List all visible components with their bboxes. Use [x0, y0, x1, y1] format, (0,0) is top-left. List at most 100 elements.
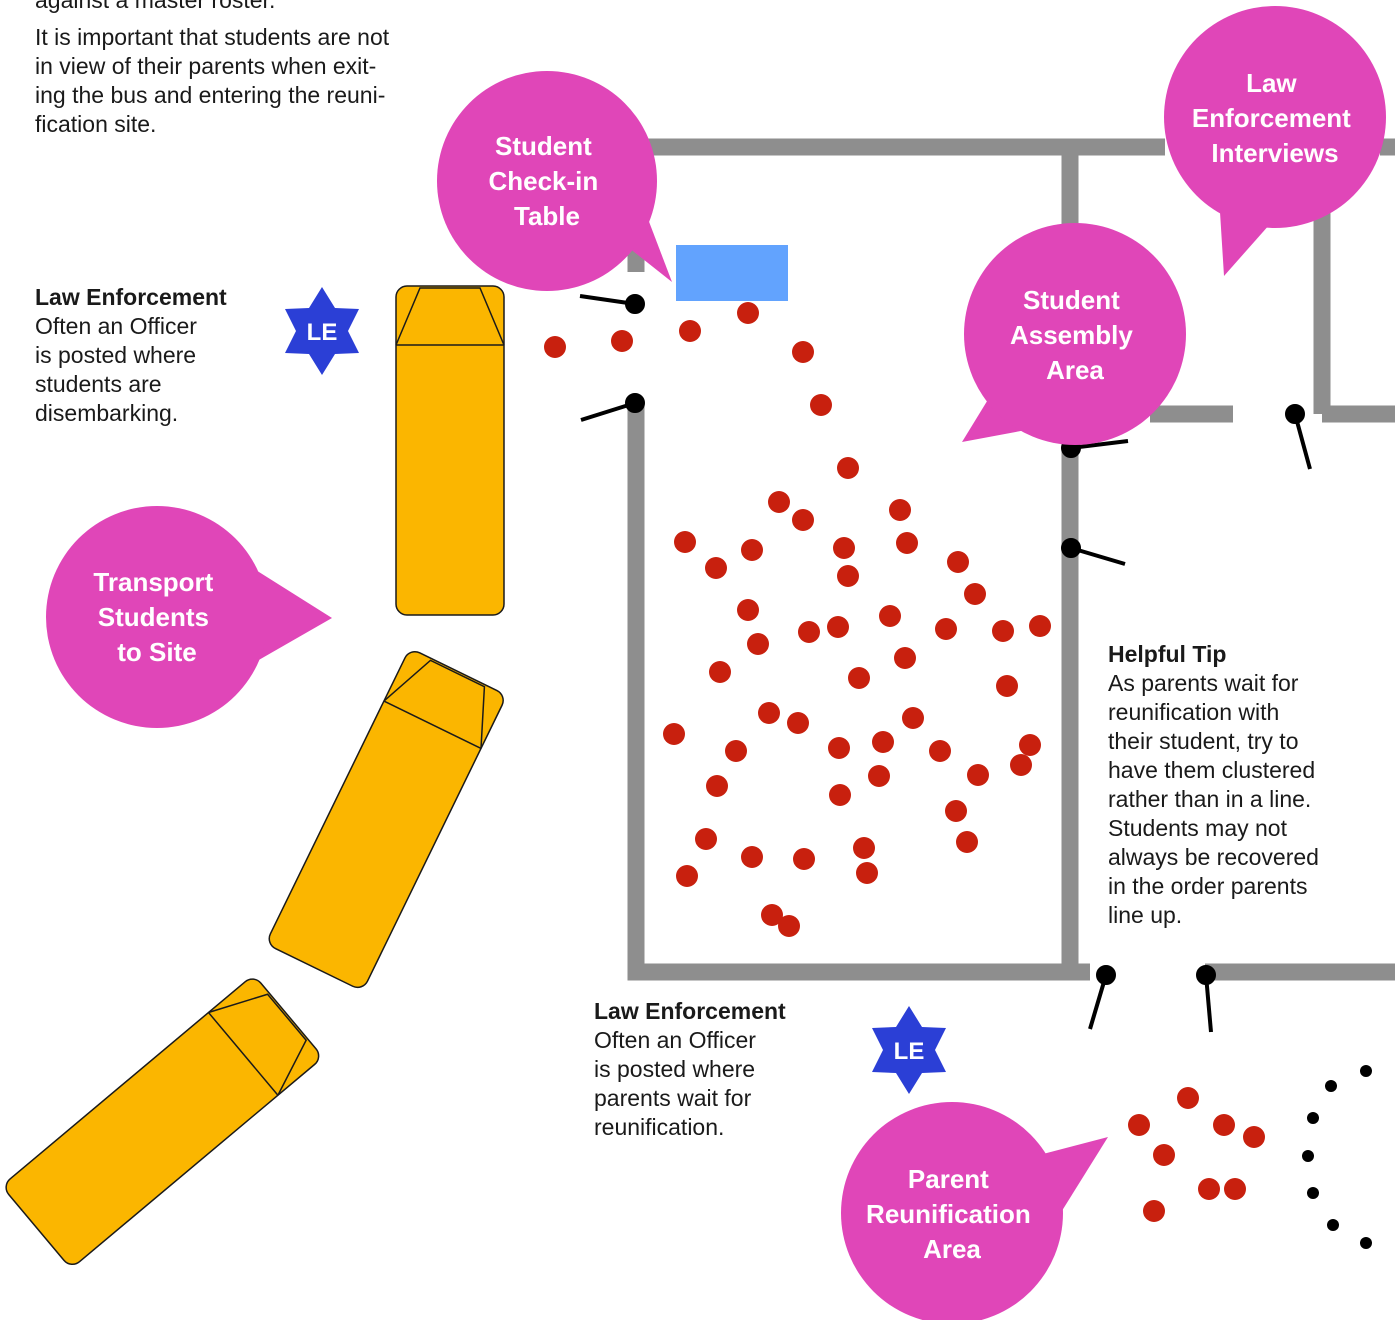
bubble-line: to Site	[117, 637, 196, 667]
student-dot	[798, 621, 820, 643]
student-dot	[778, 915, 800, 937]
student-dot	[956, 831, 978, 853]
helpful-tip: Helpful Tip As parents wait for reunific…	[1108, 640, 1388, 930]
student-dot	[1153, 1144, 1175, 1166]
tip-line: have them clustered	[1108, 757, 1316, 783]
student-dot	[793, 848, 815, 870]
student-dot	[741, 846, 763, 868]
parent-dot	[1307, 1112, 1319, 1124]
tip-line: always be recovered	[1108, 844, 1319, 870]
parent-dot	[1307, 1187, 1319, 1199]
note-line: is posted where	[35, 342, 197, 368]
tip-line: As parents wait for	[1108, 670, 1299, 696]
student-dot	[945, 800, 967, 822]
parent-dot	[1360, 1237, 1372, 1249]
tip-line: rather than in a line.	[1108, 786, 1312, 812]
bubble-line: Student	[1023, 285, 1120, 315]
tip-line: reunification with	[1108, 699, 1280, 725]
note-le-parents: Law Enforcement Often an Officer is post…	[594, 997, 834, 1142]
student-dot	[967, 764, 989, 786]
bubble-line: Assembly	[1010, 320, 1133, 350]
door-icon	[1088, 965, 1116, 1030]
svg-text:Student Check-in T: Student Check-in Table	[488, 131, 605, 231]
student-dot	[679, 320, 701, 342]
student-dot	[833, 537, 855, 559]
note-le-bus: Law Enforcement Often an Officer is post…	[35, 283, 275, 428]
intro-paragraph: It is important that students are not in…	[35, 23, 425, 139]
tip-heading: Helpful Tip	[1108, 641, 1227, 667]
svg-text:Parent Reunification: Parent Reunification Area	[866, 1164, 1038, 1264]
note-line: disembarking.	[35, 400, 179, 426]
note-line: Often an Officer	[35, 313, 197, 339]
student-dot	[1029, 615, 1051, 637]
bubble-line: Area	[923, 1234, 981, 1264]
bubble-parent-reunification: Parent Reunification Area	[841, 1102, 1108, 1320]
bubble-interviews: Law Enforcement Interviews	[1164, 6, 1386, 276]
student-dot	[837, 457, 859, 479]
student-dot	[896, 532, 918, 554]
student-dot	[674, 531, 696, 553]
door-icon	[1196, 965, 1216, 1033]
tip-line: in the order parents	[1108, 873, 1308, 899]
note-line: Often an Officer	[594, 1027, 756, 1053]
intro-line: in view of their parents when exit-	[35, 53, 377, 79]
svg-text:Law Enforcement In: Law Enforcement Interviews	[1192, 68, 1358, 168]
bubble-assembly: Student Assembly Area	[962, 223, 1186, 445]
student-dot	[768, 491, 790, 513]
student-dot	[676, 865, 698, 887]
student-dot	[1010, 754, 1032, 776]
door-icon	[1061, 538, 1126, 566]
note-line: is posted where	[594, 1056, 756, 1082]
tip-line: Students may not	[1108, 815, 1287, 841]
student-dot	[879, 605, 901, 627]
parent-dot	[1327, 1219, 1339, 1231]
student-dot	[1224, 1178, 1246, 1200]
le-badge-label: LE	[307, 319, 338, 346]
student-dot	[758, 702, 780, 724]
law-enforcement-star-icon: LE	[872, 1006, 946, 1094]
student-dot	[709, 661, 731, 683]
student-dot	[828, 737, 850, 759]
svg-text:Transport Students: Transport Students to Site	[93, 567, 220, 667]
bubble-line: Area	[1046, 355, 1104, 385]
student-dot	[1143, 1200, 1165, 1222]
student-dot	[964, 583, 986, 605]
note-line: parents wait for	[594, 1085, 752, 1111]
student-dot	[705, 557, 727, 579]
student-dot	[737, 599, 759, 621]
bubble-line: Check-in	[488, 166, 598, 196]
note-heading: Law Enforcement	[594, 998, 786, 1024]
student-dot	[787, 712, 809, 734]
student-dot	[792, 509, 814, 531]
bubble-line: Students	[98, 602, 209, 632]
student-dot	[996, 675, 1018, 697]
student-dot	[1019, 734, 1041, 756]
school-bus-icon	[5, 978, 320, 1266]
student-dot	[889, 499, 911, 521]
door-icon	[1285, 404, 1312, 470]
parent-dot	[1325, 1080, 1337, 1092]
intro-line: ing the bus and entering the reuni-	[35, 82, 386, 108]
student-dot	[929, 740, 951, 762]
intro-line: fication site.	[35, 111, 157, 137]
parents	[1302, 1065, 1372, 1249]
student-dot	[810, 394, 832, 416]
student-dot	[856, 862, 878, 884]
door-icon	[579, 294, 645, 314]
bubble-line: Interviews	[1211, 138, 1338, 168]
note-line: students are	[35, 371, 162, 397]
parent-dot	[1302, 1150, 1314, 1162]
students	[544, 302, 1265, 1222]
bubble-transport: Transport Students to Site	[46, 506, 332, 728]
intro-text: against a master roster. It is important…	[35, 0, 425, 139]
school-bus-icon	[395, 285, 505, 616]
note-heading: Law Enforcement	[35, 284, 227, 310]
student-dot	[1213, 1114, 1235, 1136]
student-dot	[695, 828, 717, 850]
student-dot	[872, 731, 894, 753]
student-dot	[725, 740, 747, 762]
student-dot	[747, 633, 769, 655]
bubble-check-in: Student Check-in Table	[437, 71, 672, 291]
parent-dot	[1360, 1065, 1372, 1077]
